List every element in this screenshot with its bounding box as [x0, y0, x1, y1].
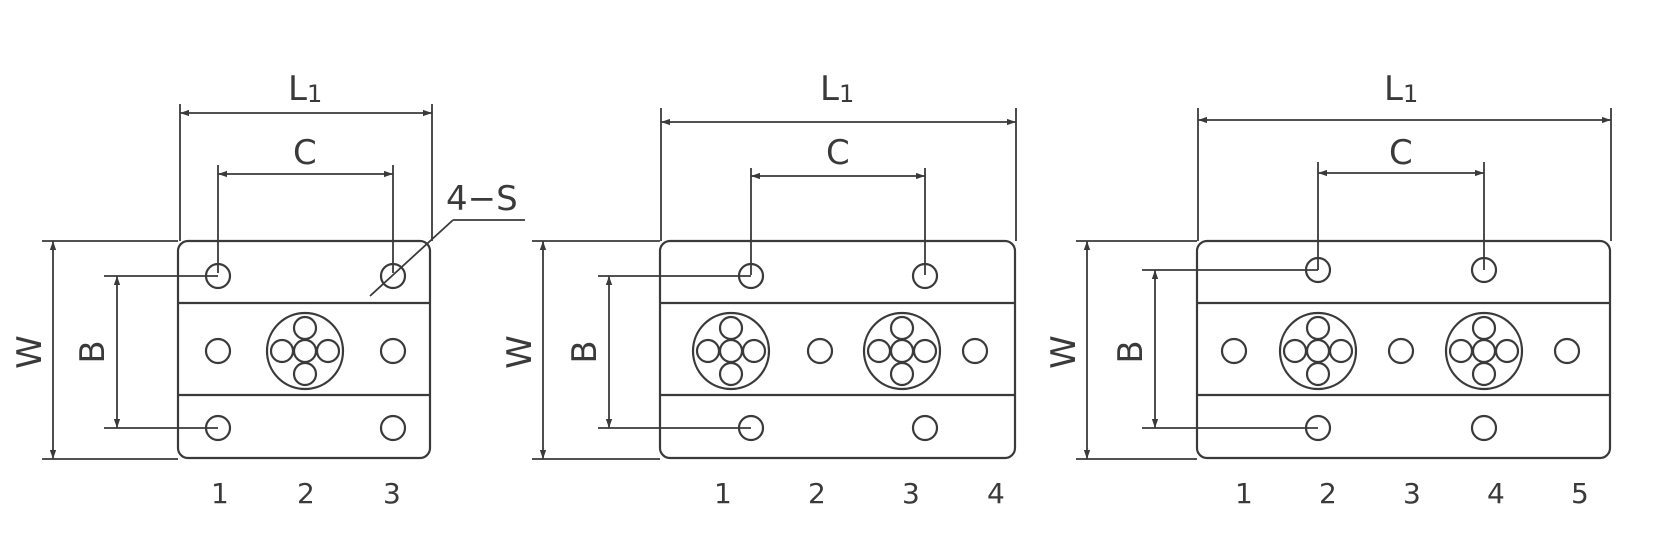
pin-hole [806, 337, 834, 365]
cable-bundle-icon [1444, 311, 1524, 391]
w-label: W [10, 335, 50, 369]
l1-label: L1 [820, 69, 854, 109]
b-label: B [1111, 340, 1151, 363]
s-leader-line [369, 219, 454, 297]
l1-label: L1 [288, 69, 322, 109]
mounting-hole [911, 262, 939, 290]
b-label: B [565, 340, 605, 363]
position-number: 3 [1403, 477, 1421, 510]
plate-outline [1195, 239, 1612, 460]
position-number: 1 [211, 477, 229, 510]
mounting-hole [737, 262, 765, 290]
mounting-hole [1304, 256, 1332, 284]
pin-hole [1387, 337, 1415, 365]
pin-hole [379, 337, 407, 365]
position-number: 2 [808, 477, 826, 510]
mounting-hole [1304, 414, 1332, 442]
c-label: C [1389, 133, 1413, 173]
pin-hole [1553, 337, 1581, 365]
cable-bundle-icon [265, 311, 345, 391]
b-label: B [73, 340, 113, 363]
w-label: W [500, 335, 540, 369]
cable-bundle-icon [862, 311, 942, 391]
position-number: 1 [1235, 477, 1253, 510]
plate-outline [176, 239, 432, 460]
position-number: 3 [383, 477, 401, 510]
view-3-position: L1 C W B 4−S [10, 69, 525, 510]
c-label: C [826, 133, 850, 173]
view-4-position: L1 C W B [500, 69, 1017, 510]
mounting-hole [1470, 414, 1498, 442]
position-number: 2 [1319, 477, 1337, 510]
c-label: C [293, 133, 317, 173]
view-5-position: L1 C W B [1044, 69, 1612, 510]
pin-hole [204, 337, 232, 365]
position-number: 4 [1487, 477, 1505, 510]
cable-bundle-icon [691, 311, 771, 391]
s-label: 4−S [446, 179, 518, 219]
mounting-hole [911, 414, 939, 442]
cable-bundle-icon [1278, 311, 1358, 391]
position-number: 4 [987, 477, 1005, 510]
mounting-hole [204, 262, 232, 290]
position-number: 3 [902, 477, 920, 510]
position-number: 2 [297, 477, 315, 510]
pin-hole [1220, 337, 1248, 365]
w-label: W [1044, 335, 1084, 369]
pin-hole [961, 337, 989, 365]
plate-outline [658, 239, 1017, 460]
mounting-hole [379, 414, 407, 442]
mounting-hole [737, 414, 765, 442]
position-number: 5 [1571, 477, 1589, 510]
mounting-hole [1470, 256, 1498, 284]
mounting-hole [204, 414, 232, 442]
position-number: 1 [714, 477, 732, 510]
mounting-hole [379, 262, 407, 290]
l1-label: L1 [1384, 69, 1418, 109]
